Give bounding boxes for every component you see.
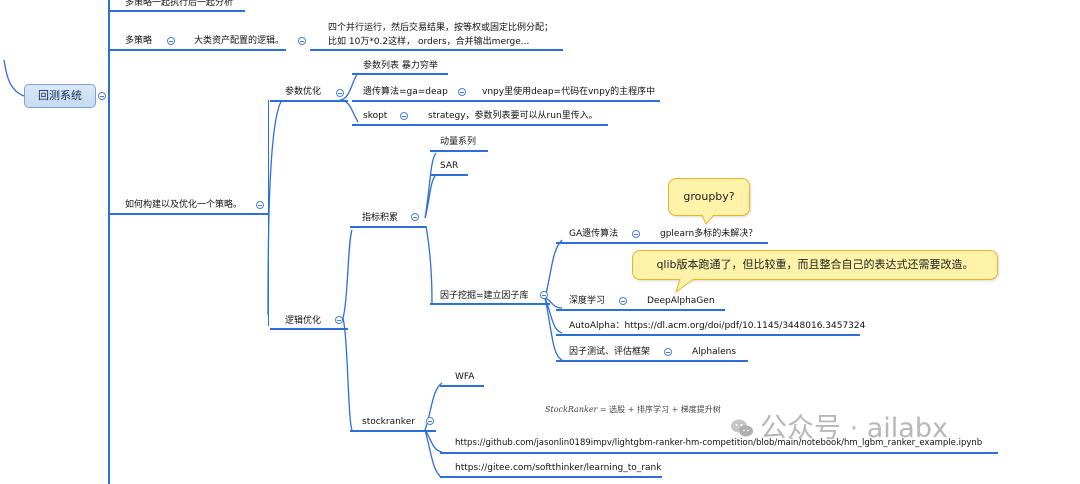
stockranker-toggle[interactable]	[426, 417, 434, 425]
branch-underline	[310, 49, 563, 51]
branch-underline	[430, 303, 550, 305]
branch-underline	[352, 100, 470, 102]
root-node[interactable]: 回测系统	[24, 84, 96, 108]
vnpy-deap-note[interactable]: vnpy里使用deap=代码在vnpy的主程序中	[482, 87, 656, 97]
ga-toggle[interactable]	[632, 230, 640, 238]
branch-underline	[110, 10, 245, 12]
branch-underline	[350, 430, 436, 432]
allocation-note-line1[interactable]: 四个并行运行，然后交易结果，按等权或固定比例分配；	[328, 23, 554, 33]
factor-mining-toggle[interactable]	[540, 291, 548, 299]
branch-underline	[430, 150, 488, 152]
factor-mining-node[interactable]: 因子挖掘=建立因子库	[440, 291, 529, 301]
branch-underline	[270, 328, 348, 330]
branch-underline	[352, 124, 412, 126]
indicators-toggle[interactable]	[411, 213, 419, 221]
indicators-node[interactable]: 指标积累	[362, 213, 399, 223]
deepalphagen-node[interactable]: DeepAlphaGen	[647, 296, 715, 306]
autoalpha-node[interactable]: AutoAlpha：https://dl.acm.org/doi/pdf/10.…	[569, 321, 866, 331]
deep-learning-node[interactable]: 深度学习	[569, 296, 606, 306]
branch-underline	[440, 452, 998, 454]
branch-underline	[440, 385, 484, 387]
lightgbm-ranker-link[interactable]: https://github.com/jasonlin0189impv/ligh…	[455, 438, 983, 448]
param-list-bruteforce[interactable]: 参数列表 暴力穷举	[363, 61, 438, 71]
param-opt-node[interactable]: 参数优化	[285, 87, 322, 97]
momentum-series[interactable]: 动量系列	[440, 137, 477, 147]
factor-eval-node[interactable]: 因子测试、评估框架	[569, 347, 651, 357]
branch-underline	[556, 360, 676, 362]
branch-underline	[352, 73, 448, 75]
root-spine	[108, 0, 110, 484]
learning-to-rank-link[interactable]: https://gitee.com/softthinker/learning_t…	[455, 463, 662, 473]
deep-learning-toggle[interactable]	[619, 297, 627, 305]
sar-node[interactable]: SAR	[440, 161, 459, 171]
branch-underline	[556, 334, 860, 336]
logic-spine	[268, 100, 269, 326]
watermark-label: 公众号 · ailabx	[760, 413, 948, 444]
branch-multi-strategy-analysis[interactable]: 多策略一起执行后一起分析	[125, 0, 234, 8]
asset-allocation-toggle[interactable]	[298, 37, 306, 45]
logic-opt-toggle[interactable]	[335, 316, 343, 324]
gplearn-note[interactable]: gplearn多标的未解决？	[660, 229, 758, 239]
root-label: 回测系统	[38, 89, 82, 102]
branch-underline	[110, 49, 286, 51]
stockranker-formula: StockRanker = 选股 + 排序学习 + 梯度提升树	[545, 404, 721, 415]
branch-underline	[556, 242, 644, 244]
formula-rhs: = 选股 + 排序学习 + 梯度提升树	[599, 405, 721, 414]
branch-underline	[556, 309, 631, 311]
root-collapse-toggle[interactable]	[98, 92, 106, 100]
skopt-node[interactable]: skopt	[363, 111, 388, 121]
genetic-algo-deap[interactable]: 遗传算法=ga=deap	[363, 87, 448, 97]
branch-build-strategy[interactable]: 如何构建以及优化一个策略。	[125, 200, 243, 210]
alphalens-node[interactable]: Alphalens	[692, 347, 737, 357]
ga-node[interactable]: GA遗传算法	[569, 229, 619, 239]
logic-opt-node[interactable]: 逻辑优化	[285, 316, 322, 326]
groupby-callout[interactable]: groupby?	[668, 178, 750, 216]
wfa-node[interactable]: WFA	[455, 372, 475, 382]
branch-underline	[470, 100, 660, 102]
branch-underline	[676, 360, 748, 362]
branch-underline	[440, 476, 662, 478]
groupby-callout-text: groupby?	[683, 190, 735, 203]
param-opt-toggle[interactable]	[336, 89, 344, 97]
qlib-callout-text: qlib版本跑通了，但比较重，而且整合自己的表达式还需要改造。	[656, 258, 974, 271]
branch-underline	[430, 174, 468, 176]
branch-underline	[350, 226, 426, 228]
branch-underline	[270, 100, 348, 102]
branch-underline	[644, 242, 768, 244]
qlib-callout[interactable]: qlib版本跑通了，但比较重，而且整合自己的表达式还需要改造。	[632, 250, 998, 280]
branch-underline	[631, 309, 725, 311]
allocation-note-line2[interactable]: 比如 10万*0.2这样， orders，合并输出merge...	[328, 37, 530, 47]
branch-underline	[110, 213, 268, 215]
formula-lhs: StockRanker	[545, 405, 598, 414]
skopt-toggle[interactable]	[400, 112, 408, 120]
branch-underline	[412, 124, 608, 126]
skopt-note[interactable]: strategy，参数列表要可以从run里传入。	[428, 111, 598, 121]
factor-eval-toggle[interactable]	[664, 348, 672, 356]
wechat-icon	[731, 419, 753, 437]
watermark-text: 公众号 · ailabx	[760, 412, 948, 446]
stockranker-node[interactable]: stockranker	[362, 417, 415, 427]
branch-multi-strategy[interactable]: 多策略	[125, 36, 153, 46]
build-strategy-toggle[interactable]	[256, 201, 264, 209]
asset-allocation-node[interactable]: 大类资产配置的逻辑。	[194, 36, 285, 46]
genetic-algo-toggle[interactable]	[458, 88, 466, 96]
multi-strategy-toggle[interactable]	[167, 37, 175, 45]
